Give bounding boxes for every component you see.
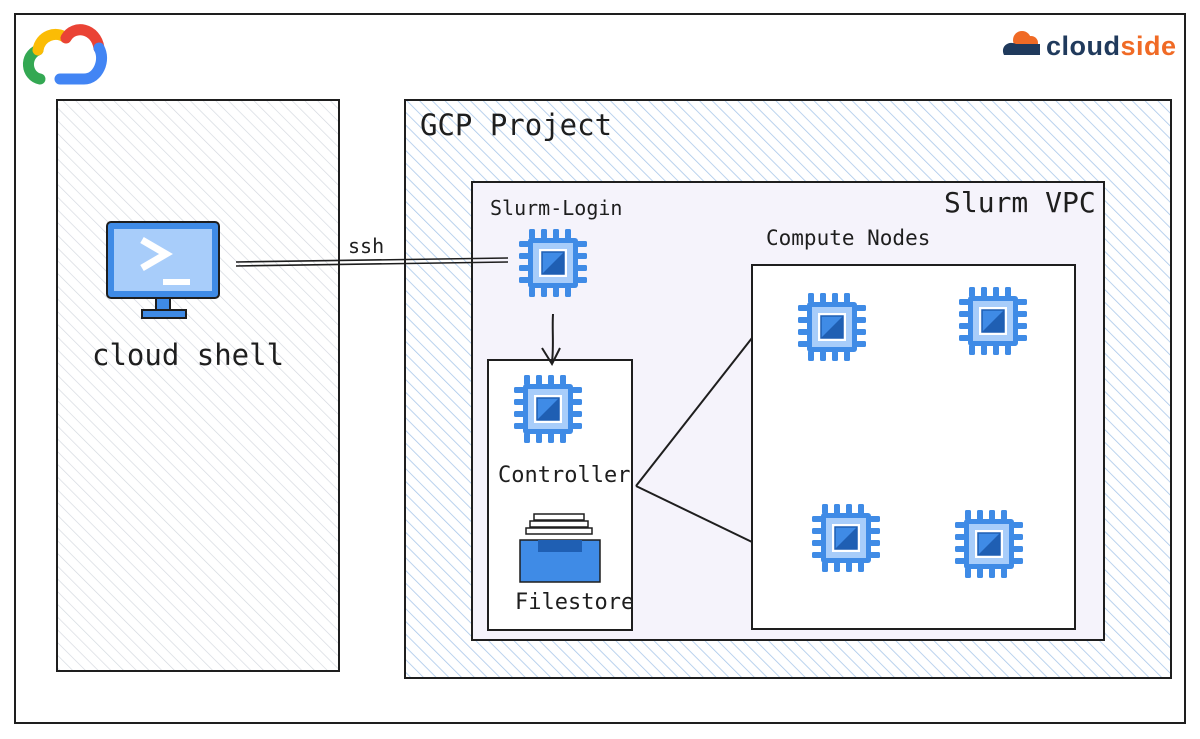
- filestore-label: Filestore: [515, 590, 635, 615]
- controller-chip-icon[interactable]: [513, 374, 583, 444]
- gcp-project-label: GCP Project: [420, 108, 613, 142]
- filestore-icon: [519, 513, 601, 583]
- ssh-connector: [235, 257, 509, 267]
- compute-node-chip-icon[interactable]: [811, 503, 881, 573]
- brand-part2: side: [1120, 30, 1177, 61]
- slurm-login-label: Slurm-Login: [490, 196, 623, 220]
- slurm-login-chip-icon[interactable]: [518, 228, 588, 298]
- login-to-controller-arrow: [541, 313, 561, 367]
- brand-part1: cloud: [1046, 30, 1121, 61]
- slurm-vpc-label: Slurm VPC: [944, 186, 1096, 219]
- brand-wordmark: cloudside: [1046, 31, 1177, 62]
- compute-node-chip-icon[interactable]: [958, 286, 1028, 356]
- compute-nodes-label: Compute Nodes: [766, 226, 931, 250]
- left-panel: [56, 99, 340, 672]
- compute-node-chip-icon[interactable]: [954, 509, 1024, 579]
- controller-compute-connector: [635, 337, 753, 543]
- google-cloud-logo-icon: [23, 24, 108, 85]
- cloud-shell-terminal-icon: [106, 221, 220, 319]
- cloudside-logo-icon: [1002, 31, 1040, 55]
- cloud-shell-label: cloud shell: [92, 338, 285, 372]
- controller-label: Controller: [498, 463, 631, 488]
- cloudside-brand: cloudside: [1000, 28, 1177, 64]
- ssh-label: ssh: [348, 234, 385, 258]
- compute-node-chip-icon[interactable]: [797, 292, 867, 362]
